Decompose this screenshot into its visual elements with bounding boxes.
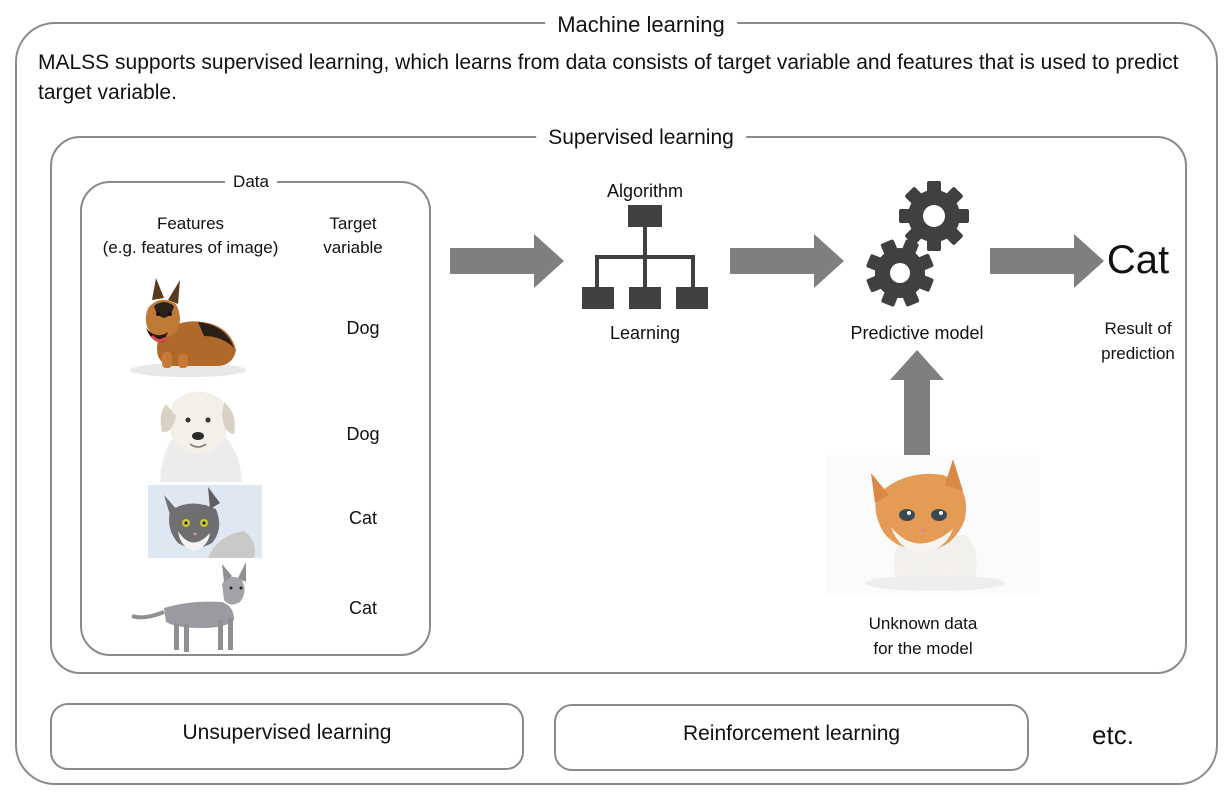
unsupervised-learning-box (50, 703, 524, 770)
algorithm-label: Algorithm (606, 181, 684, 201)
etc-label: etc. (1092, 720, 1134, 750)
german-shepherd-dog-photo (130, 278, 246, 377)
features-header: Features (e.g. features of image) (88, 212, 293, 260)
target-header: Target variable (303, 212, 403, 260)
target-value-cat-1: Cat (348, 508, 377, 528)
target-header-line1: Target (329, 214, 377, 233)
features-header-line2: (e.g. features of image) (102, 238, 279, 257)
target-value-dog-1: Dog (346, 318, 380, 338)
result-of-prediction-label: Result of prediction (1083, 316, 1193, 366)
prediction-result-value: Cat (1106, 238, 1170, 282)
target-value-cat-2: Cat (348, 598, 377, 618)
unknown-label-line1: Unknown data (868, 614, 978, 633)
unsupervised-learning-label: Unsupervised learning (182, 721, 392, 744)
reinforcement-learning-label: Reinforcement learning (682, 722, 901, 745)
arrow-data-to-algorithm (450, 234, 564, 288)
grey-white-cat-photo (148, 485, 262, 558)
unknown-data-label: Unknown data for the model (832, 611, 1014, 661)
machine-learning-title: Machine learning (545, 12, 737, 38)
predictive-model-label: Predictive model (850, 323, 984, 343)
result-label-line2: prediction (1101, 344, 1175, 363)
unknown-label-line2: for the model (873, 639, 973, 658)
arrow-model-to-result (990, 234, 1104, 288)
target-header-line2: variable (323, 238, 383, 257)
description-text: MALSS supports supervised learning, whic… (38, 51, 1179, 104)
algorithm-hierarchy-icon (582, 205, 708, 309)
unknown-kitten-photo (825, 455, 1040, 595)
gears-icon (866, 181, 969, 307)
features-header-line1: Features (156, 214, 225, 233)
supervised-learning-title: Supervised learning (536, 126, 746, 150)
result-label-line1: Result of (1104, 319, 1172, 338)
arrow-algorithm-to-model (730, 234, 844, 288)
white-labrador-dog-photo (160, 391, 242, 482)
learning-label: Learning (609, 323, 681, 343)
data-box-title: Data (225, 172, 277, 192)
target-value-dog-2: Dog (346, 424, 380, 444)
reinforcement-learning-box (554, 704, 1029, 771)
standing-grey-cat-photo (131, 562, 246, 652)
arrow-unknown-to-model (890, 350, 944, 463)
